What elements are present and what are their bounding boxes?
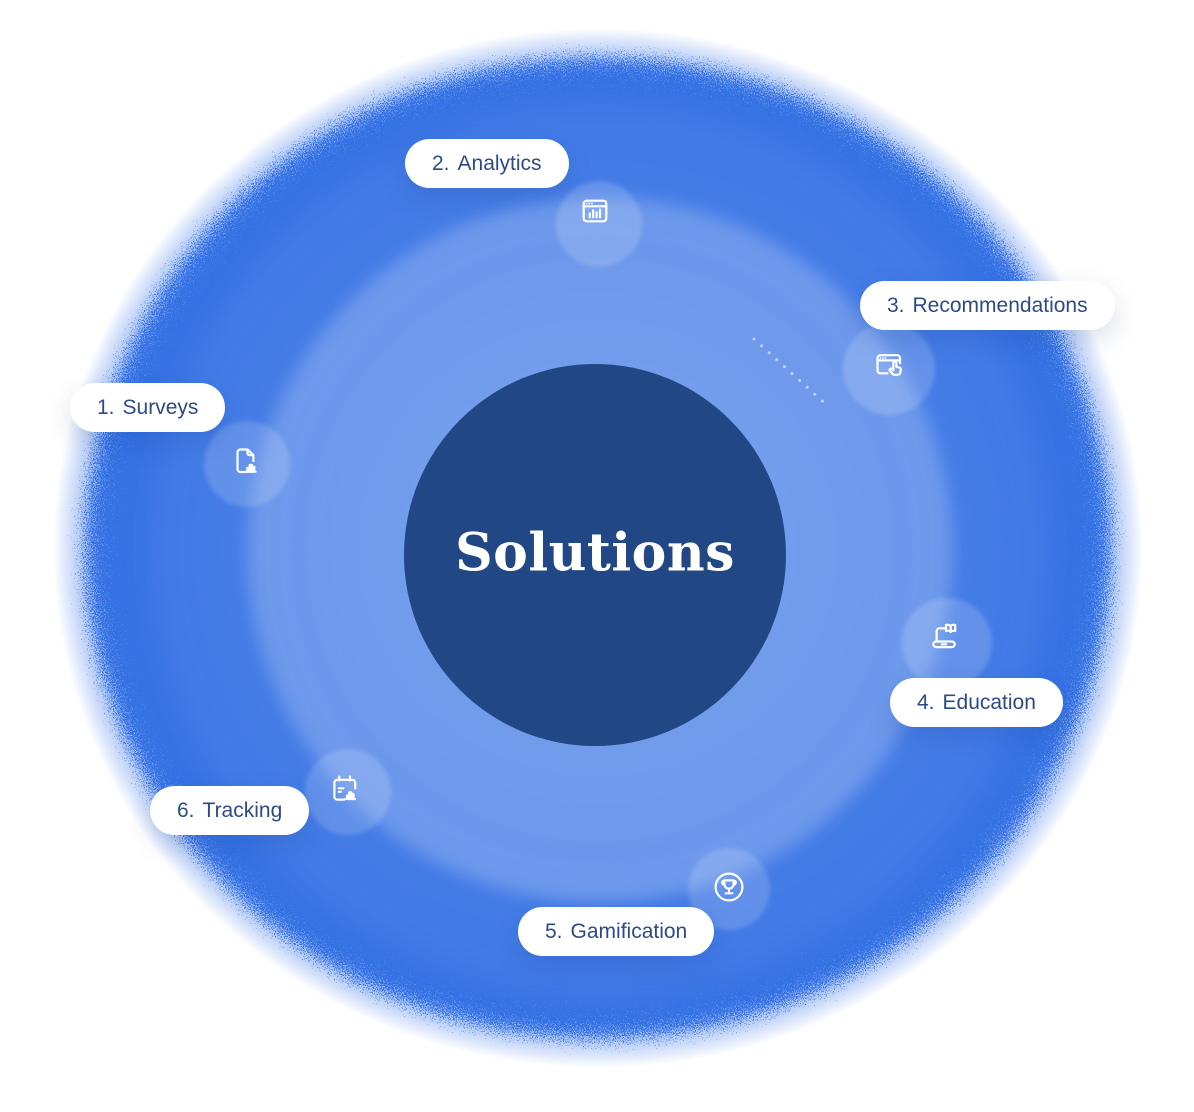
bubble-surveys (204, 421, 290, 507)
step-number: 1. (97, 395, 115, 419)
calendar-chart-icon (333, 775, 357, 801)
bubble-education (902, 598, 992, 688)
step-pill-gamification: 5. Gamification (518, 907, 715, 956)
step-label: Tracking (202, 798, 283, 822)
dotted-trail (752, 337, 824, 403)
trophy-circle-icon (714, 872, 744, 902)
step-pill-analytics: 2. Analytics (405, 139, 569, 188)
bubble-analytics (556, 181, 642, 267)
step-number: 3. (887, 293, 905, 317)
browser-analytics-icon (582, 199, 608, 223)
step-number: 2. (432, 151, 450, 175)
center-circle (404, 364, 786, 746)
bubble-tracking (305, 749, 391, 835)
browser-click-icon (876, 354, 902, 376)
step-label: Recommendations (912, 293, 1088, 317)
step-label: Surveys (122, 395, 199, 419)
step-pill-surveys: 1. Surveys (70, 383, 226, 432)
step-label: Education (942, 690, 1036, 714)
step-pill-tracking: 6. Tracking (150, 786, 310, 835)
document-chart-icon (236, 448, 257, 474)
step-pill-education: 4. Education (890, 678, 1063, 727)
step-number: 4. (917, 690, 935, 714)
diagram-title: Solutions (455, 522, 735, 584)
step-number: 6. (177, 798, 195, 822)
step-label: Analytics (457, 151, 542, 175)
step-number: 5. (545, 919, 563, 943)
step-label: Gamification (570, 919, 688, 943)
step-pill-recommendations: 3. Recommendations (860, 281, 1115, 330)
laptop-book-icon (932, 623, 957, 649)
